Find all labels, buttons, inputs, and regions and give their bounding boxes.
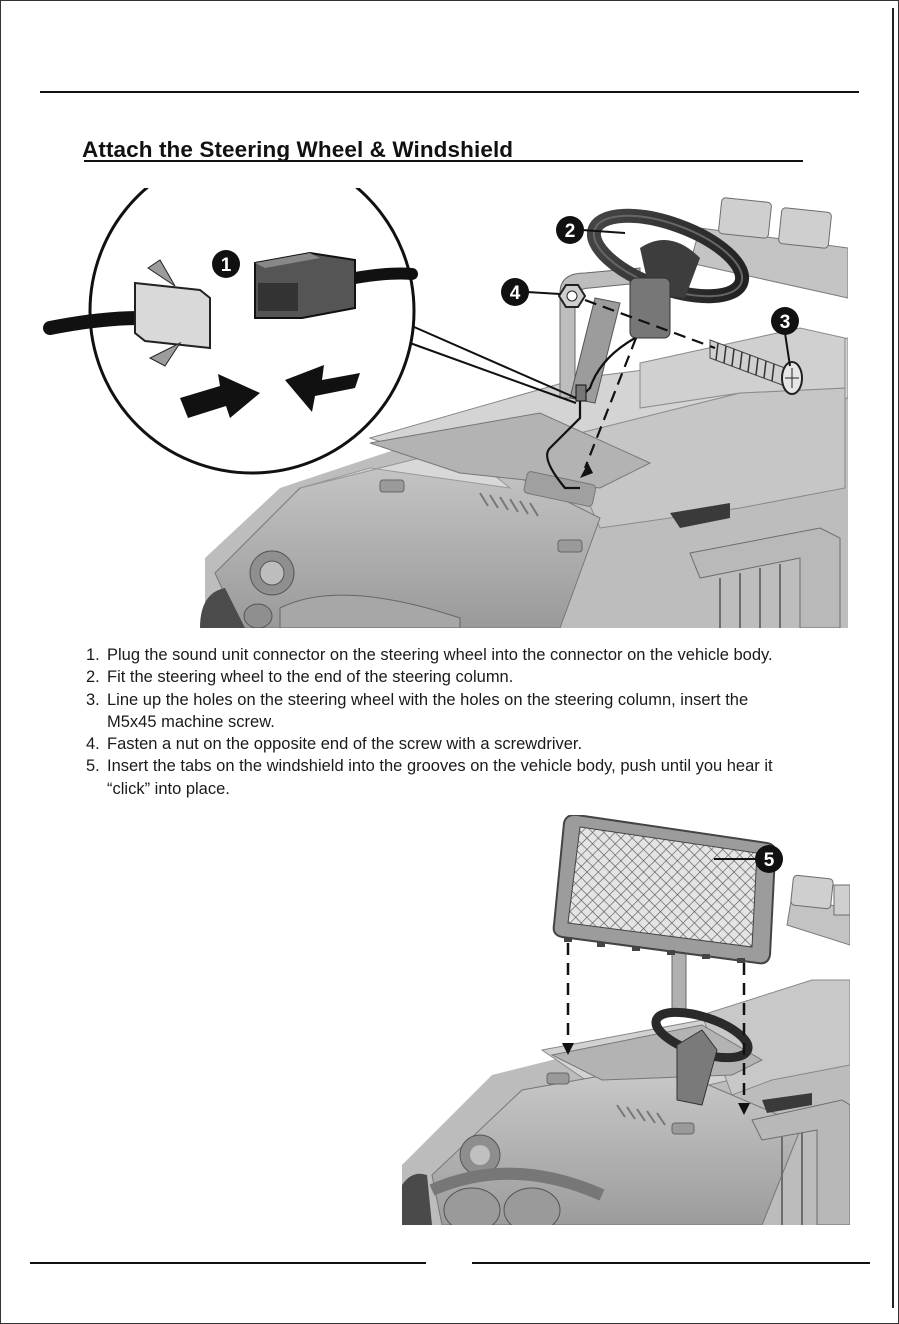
- svg-text:5: 5: [764, 850, 775, 871]
- step-text: Fit the steering wheel to the end of the…: [107, 668, 514, 687]
- callout-5: 5: [755, 845, 783, 873]
- step-number: 2.: [86, 668, 100, 687]
- steering-wheel-illustration: 1 2 4 3: [43, 188, 848, 628]
- svg-text:2: 2: [565, 221, 576, 242]
- step-number: 5.: [86, 757, 100, 776]
- callout-1: 1: [212, 250, 240, 278]
- step-item: 1. Plug the sound unit connector on the …: [86, 644, 773, 666]
- windshield-illustration: 5: [402, 815, 850, 1225]
- footer-rule-left: [30, 1262, 426, 1264]
- assembly-steps: 1. Plug the sound unit connector on the …: [86, 644, 773, 800]
- sound-unit-wire: [546, 337, 636, 490]
- roll-bar: [559, 197, 848, 399]
- step-number: 4.: [86, 735, 100, 754]
- steering-wheel: [651, 1007, 753, 1106]
- callout-3: 3: [771, 307, 799, 335]
- step-number: 1.: [86, 646, 100, 664]
- footer-rule-right: [472, 1262, 870, 1264]
- guide-lines: [583, 298, 716, 469]
- title-underline: [84, 160, 803, 162]
- callout-4: 4: [501, 278, 529, 306]
- callout-2: 2: [556, 216, 584, 244]
- svg-text:1: 1: [221, 255, 232, 276]
- guide-lines: [566, 943, 746, 1103]
- steering-column: [569, 297, 621, 404]
- step-number: 3.: [86, 690, 100, 709]
- callout-4-leader: [526, 291, 561, 295]
- step-item: 4. Fasten a nut on the opposite end of t…: [86, 733, 773, 755]
- svg-text:4: 4: [510, 283, 521, 304]
- steering-wheel: [586, 208, 750, 339]
- step-item: 3. Line up the holes on the steering whe…: [86, 689, 773, 734]
- callout-2-leader: [581, 229, 626, 234]
- machine-screw: [709, 339, 803, 395]
- page-edge-line: [892, 8, 894, 1308]
- nut: [557, 284, 587, 308]
- vehicle-body: [402, 979, 850, 1225]
- step-item: 5. Insert the tabs on the windshield int…: [86, 755, 773, 800]
- header-rule: [40, 91, 859, 93]
- connector-detail-circle: [43, 188, 418, 475]
- svg-text:3: 3: [780, 312, 791, 333]
- section-title: Attach the Steering Wheel & Windshield: [82, 137, 514, 162]
- wire-connector: [575, 384, 587, 402]
- step-text-continued: “click” into place.: [107, 779, 230, 798]
- step-text: Plug the sound unit connector on the ste…: [107, 646, 773, 664]
- callout-3-leader: [784, 332, 791, 367]
- step-item: 2. Fit the steering wheel to the end of …: [86, 666, 773, 688]
- step-text: Line up the holes on the steering wheel …: [107, 690, 749, 709]
- windshield: [552, 815, 777, 965]
- step-text-continued: M5x45 machine screw.: [107, 712, 275, 731]
- step-text: Fasten a nut on the opposite end of the …: [107, 735, 583, 754]
- step-text: Insert the tabs on the windshield into t…: [107, 757, 773, 776]
